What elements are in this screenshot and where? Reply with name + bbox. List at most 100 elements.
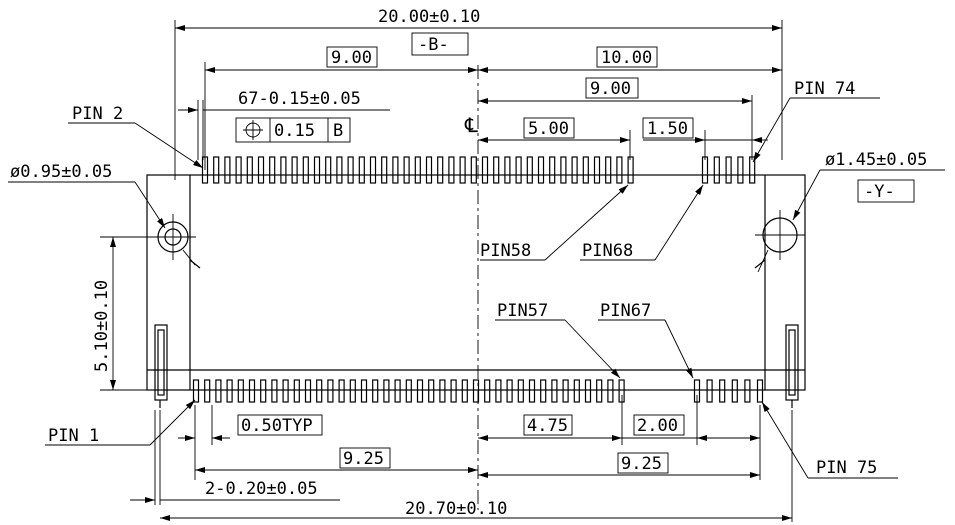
dim-5-00-label: 5.00 [528,119,569,139]
bottom-pin [304,379,312,403]
top-pin [481,156,489,184]
top-pin [737,156,744,184]
top-pin [627,156,634,184]
bottom-pin [349,379,356,403]
pin-58-label: PIN58 [480,241,531,261]
leader-pin-2: PIN 2 [68,104,204,169]
top-pin [701,156,709,184]
leader-pin-75: PIN 75 [761,401,898,479]
dim-9-25-right: 9.25 [478,405,761,480]
top-pin [593,156,601,184]
bottom-pin [706,379,713,403]
top-pin [504,156,511,184]
dim-10-00: 10.00 [478,46,782,73]
top-pin [347,156,354,184]
top-pin [560,156,567,184]
top-pin [537,156,545,184]
dim-overall-top: 20.00±0.10 -B- [174,7,783,180]
leader-pin-67: PIN67 [598,301,694,379]
dim-pitch-bottom: 2-0.20±0.05 [130,410,340,505]
top-pin [392,156,399,184]
bottom-pin [327,379,334,403]
bottom-pin [192,379,200,403]
bottom-pin [204,379,211,403]
top-pin [313,156,321,184]
pin-1-label: PIN 1 [48,426,99,446]
bottom-pin [461,379,468,403]
top-pin [291,156,298,184]
bottom-pin [416,379,424,403]
top-pin [280,156,287,184]
bottom-pin [517,379,524,403]
top-pin [526,156,533,184]
hole-right [755,210,805,260]
dim-10-00-label: 10.00 [601,48,652,68]
bottom-pin [372,379,379,403]
top-pin [414,156,421,184]
leader-hole-left: ø0.95±0.05 [8,162,196,266]
bottom-pin [506,379,513,403]
position-tol-datum: B [333,121,343,141]
bottom-pin [405,379,412,403]
pin-68-label: PIN68 [582,241,633,261]
bottom-pin [573,379,580,403]
leader-hole-right: ø1.45±0.05 -Y- [757,150,945,273]
top-pin [470,156,477,184]
top-pin [381,156,388,184]
pin-75-label: PIN 75 [816,458,877,478]
top-pin [582,156,589,184]
dim-1-50: 1.50 [642,117,768,160]
hole-right-label: ø1.45±0.05 [825,150,927,170]
bottom-pin [719,379,726,403]
bottom-pin [428,379,435,403]
pin-74-label: PIN 74 [794,79,855,99]
bottom-pin [744,379,751,403]
bottom-pin [271,379,278,403]
leader-pin-68: PIN68 [580,184,704,261]
overall-top-label: 20.00±0.10 [378,7,480,27]
dim-pitch-top: 67-0.15±0.05 0.15 B [178,89,390,160]
top-pin-row [201,156,756,184]
top-pin [605,156,612,184]
bottom-pin [596,379,603,403]
pitch-top-label: 67-0.15±0.05 [238,89,361,109]
bottom-pin [540,379,547,403]
dim-overall-bottom: 20.70±0.10 [160,410,793,522]
dim-1-50-label: 1.50 [647,119,688,139]
bottom-pin [237,379,244,403]
leader-pin-1: PIN 1 [45,399,196,446]
dim-9-00-right-label: 9.00 [590,79,631,99]
top-pin [616,156,623,184]
dim-9-25-left: 9.25 [195,447,478,473]
dim-2-00: 2.00 [622,395,760,445]
bottom-pin-row [192,379,764,403]
dim-2-00-label: 2.00 [637,416,678,436]
leader-pin-58: PIN58 [480,184,629,261]
bottom-pin [248,379,256,403]
hole-left-label: ø0.95±0.05 [10,162,112,182]
top-pin [448,156,455,184]
connector-body [146,174,806,408]
position-tol-value: 0.15 [274,121,315,141]
centerline-symbol: ℄ [464,113,478,137]
top-pin [369,156,377,184]
bottom-pin [562,379,569,403]
dim-pitch-typ: 0.50TYP [178,405,323,480]
top-pin [459,156,466,184]
bottom-pin [439,379,446,403]
top-pin [437,156,444,184]
bottom-pin [584,379,592,403]
bottom-pin [215,379,222,403]
bottom-pin [472,379,480,403]
top-pin [549,156,556,184]
bottom-pin [731,379,738,403]
bottom-pin [607,379,614,403]
bottom-pin [226,379,233,403]
top-pin [515,156,522,184]
bottom-pin [756,379,764,403]
top-pin [425,156,433,184]
bottom-pin [484,379,491,403]
bottom-pin [260,379,267,403]
bottom-pin [316,379,323,403]
